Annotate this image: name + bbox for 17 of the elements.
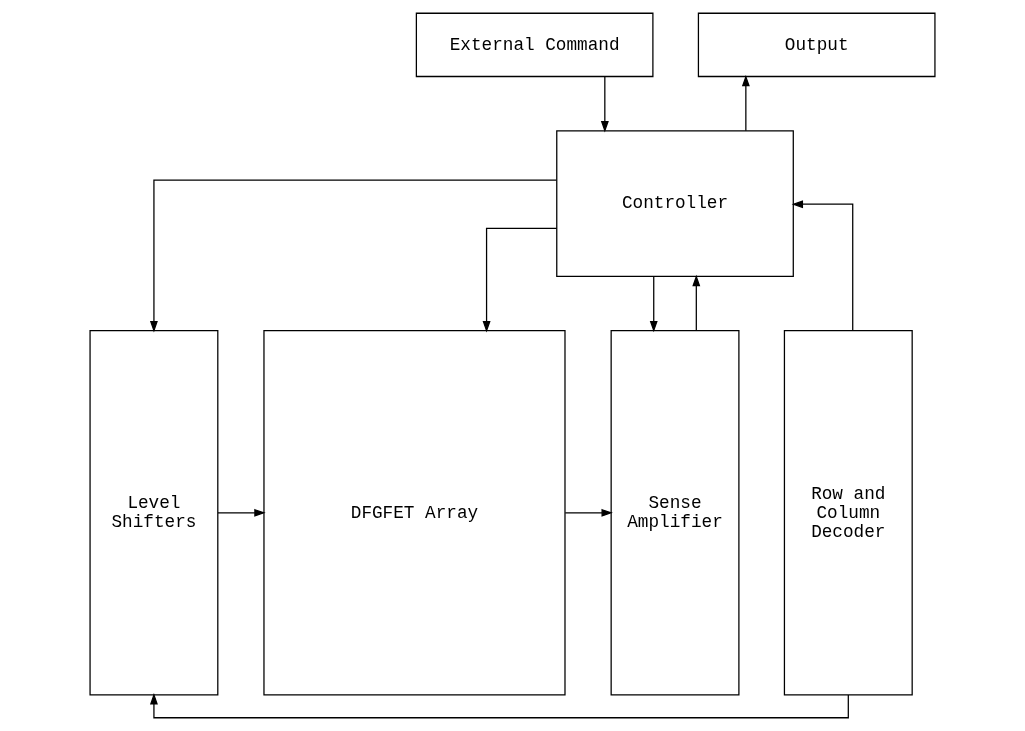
node-box: Output [697,12,936,78]
arrow [649,275,658,333]
arrow [791,200,854,332]
node-box: Controller [556,130,794,277]
arrow [600,76,609,133]
node-box: External Command [415,12,654,78]
node-box: Level Shifters [89,330,219,696]
arrow [149,179,558,333]
arrow [149,693,849,719]
arrow [482,227,558,333]
node-box: Row and Column Decoder [783,330,913,696]
arrow [217,508,266,517]
node-box: DFGFET Array [263,330,566,696]
arrow [741,74,750,132]
arrow [692,274,701,331]
arrow [564,508,613,517]
node-box: Sense Amplifier [610,330,740,696]
